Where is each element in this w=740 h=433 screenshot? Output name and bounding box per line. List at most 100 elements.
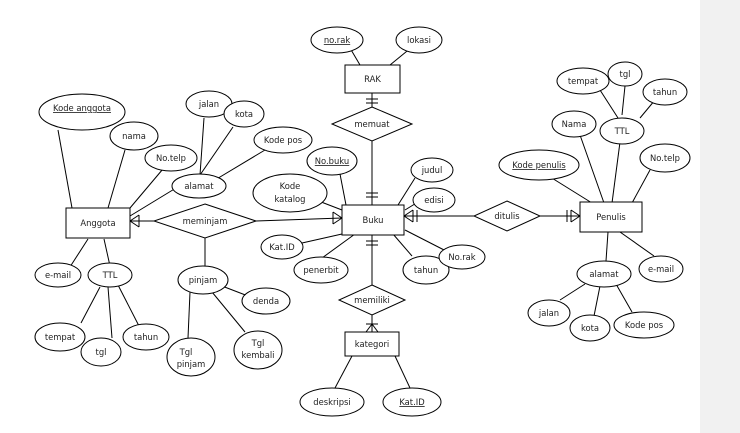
relationship-memuat-label: memuat (354, 119, 390, 129)
svg-text:tahun: tahun (653, 87, 677, 97)
attr-penulis-email: e-mail (638, 255, 684, 283)
attr-anggota-nama: nama (109, 121, 159, 151)
attr-anggota-tahun: tahun (122, 323, 170, 351)
entity-anggota: Anggota (65, 207, 131, 239)
entity-kategori-label: kategori (355, 339, 389, 349)
attr-penulis-nama: Nama (551, 110, 597, 138)
svg-text:nama: nama (122, 131, 146, 141)
svg-text:tahun: tahun (414, 265, 438, 275)
svg-text:deskripsi: deskripsi (313, 397, 350, 407)
entity-anggota-label: Anggota (80, 218, 115, 228)
page-edge-strip (700, 0, 740, 433)
attr-buku-katalog: Kode katalog (252, 173, 328, 213)
svg-text:No.telp: No.telp (156, 153, 186, 163)
entity-buku: Buku (341, 204, 405, 236)
svg-text:tgl: tgl (620, 69, 631, 79)
relationship-ditulis-label: ditulis (494, 211, 519, 221)
entity-buku-label: Buku (363, 215, 384, 225)
attr-penulis-kode: Kode penulis (498, 149, 580, 181)
svg-text:e-mail: e-mail (648, 264, 674, 274)
svg-text:alamat: alamat (589, 269, 619, 279)
svg-text:penerbit: penerbit (303, 265, 339, 275)
svg-text:kembali: kembali (242, 350, 275, 360)
attr-pinjam: pinjam (177, 265, 229, 295)
svg-text:Tgl: Tgl (179, 347, 193, 357)
svg-text:Kat.ID: Kat.ID (269, 242, 294, 252)
svg-text:Kode pos: Kode pos (625, 320, 663, 330)
attr-anggota-notelp: No.telp (144, 144, 198, 172)
svg-text:Nama: Nama (562, 119, 587, 129)
relationship-memiliki: memiliki (337, 284, 407, 316)
attr-penulis-alamat: alamat (576, 260, 632, 288)
attr-penulis-ttl: TTL (599, 117, 645, 145)
attr-rak-no: no.rak (310, 26, 364, 54)
attr-penulis-kodepos: Kode pos (613, 311, 675, 339)
attr-kat-deskripsi: deskripsi (299, 387, 365, 417)
svg-text:tahun: tahun (134, 332, 158, 342)
svg-text:kota: kota (581, 323, 599, 333)
svg-text:Tgl: Tgl (251, 338, 265, 348)
svg-text:Kode: Kode (280, 181, 301, 191)
svg-text:Kode penulis: Kode penulis (512, 160, 565, 170)
svg-text:lokasi: lokasi (407, 35, 431, 45)
attr-anggota-tempat: tempat (34, 322, 86, 352)
attr-anggota-ttl: TTL (87, 262, 133, 288)
svg-text:katalog: katalog (274, 194, 305, 204)
attr-anggota-tgl: tgl (80, 337, 122, 367)
attr-anggota-alamat: alamat (171, 173, 227, 199)
relationship-meminjam: meminjam (152, 203, 258, 239)
entity-penulis-label: Penulis (596, 212, 626, 222)
attr-anggota-kota: kota (223, 100, 265, 128)
attr-anggota-kode: Kode anggota (38, 93, 126, 131)
attr-buku-tahun: tahun (402, 255, 450, 285)
svg-text:No.rak: No.rak (448, 252, 475, 262)
svg-text:jalan: jalan (538, 308, 559, 318)
attr-buku-edisi: edisi (412, 187, 456, 213)
svg-text:jalan: jalan (198, 99, 219, 109)
svg-text:TTL: TTL (102, 270, 118, 280)
svg-text:pinjam: pinjam (177, 359, 206, 369)
svg-text:tempat: tempat (568, 76, 599, 86)
svg-text:No.buku: No.buku (315, 156, 349, 166)
attr-anggota-kodepos: Kode pos (253, 126, 313, 154)
attr-penulis-tgl: tgl (607, 61, 643, 87)
attr-penulis-jalan: jalan (527, 299, 571, 327)
entity-kategori: kategori (344, 331, 400, 357)
relationship-meminjam-label: meminjam (183, 216, 228, 226)
entity-penulis: Penulis (579, 201, 643, 233)
svg-text:pinjam: pinjam (189, 275, 218, 285)
svg-text:No.telp: No.telp (650, 153, 680, 163)
attr-buku-norak: No.rak (438, 244, 486, 270)
svg-text:kota: kota (235, 109, 253, 119)
relationship-memiliki-label: memiliki (354, 295, 390, 305)
attr-penulis-notelp: No.telp (639, 143, 691, 173)
svg-text:e-mail: e-mail (45, 270, 71, 280)
svg-text:Kat.ID: Kat.ID (399, 397, 424, 407)
attr-anggota-email: e-mail (34, 262, 82, 288)
svg-text:edisi: edisi (424, 195, 444, 205)
attr-penulis-kota: kota (569, 314, 611, 342)
relationship-ditulis: ditulis (472, 200, 542, 232)
attr-rak-lokasi: lokasi (395, 26, 443, 54)
er-diagram: RAK Anggota Buku Penulis kategori memuat… (34, 26, 691, 417)
svg-text:tgl: tgl (96, 347, 107, 357)
attr-tgl-pinjam: Tgl pinjam (166, 337, 216, 377)
svg-text:denda: denda (253, 296, 279, 306)
attr-penulis-tempat: tempat (556, 67, 610, 95)
attr-buku-no: No.buku (306, 146, 358, 176)
attr-buku-penerbit: penerbit (293, 256, 349, 284)
attr-penulis-tahun: tahun (642, 78, 688, 106)
cardinality-marks (129, 98, 581, 333)
attr-buku-judul: judul (410, 157, 454, 183)
svg-text:alamat: alamat (184, 181, 214, 191)
attr-kat-id: Kat.ID (382, 387, 442, 417)
attr-tgl-kembali: Tgl kembali (233, 330, 283, 370)
svg-text:judul: judul (421, 165, 443, 175)
svg-text:TTL: TTL (614, 126, 630, 136)
svg-text:tempat: tempat (45, 332, 76, 342)
attr-denda: denda (241, 287, 291, 315)
entity-rak: RAK (344, 64, 401, 94)
svg-text:Kode pos: Kode pos (264, 135, 302, 145)
attr-buku-katid: Kat.ID (260, 234, 304, 260)
svg-text:no.rak: no.rak (324, 35, 351, 45)
